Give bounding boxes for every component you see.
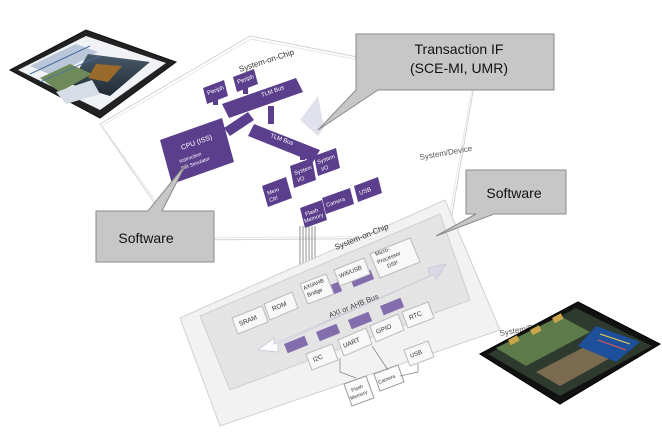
software-right-label: Software [486,185,541,201]
tlm-bus-top: TLM Bus [222,78,303,118]
transaction-beam [300,96,324,136]
transaction-if-title: Transaction IF [415,41,504,57]
svg-text:Flash: Flash [305,208,320,218]
svg-text:USB: USB [410,350,424,360]
svg-text:USB: USB [359,187,373,197]
external-connectors [339,345,419,379]
external-flash-block: Flash Memory [343,375,375,407]
axi-ahb-bus-arrow [256,263,447,353]
mid-bus-connector [300,150,305,160]
bottom-system-board: System-on-Chip System/Device AXI or AHB … [179,199,553,427]
svg-text:DSP: DSP [387,260,400,270]
rtc-block: RTC [401,301,435,329]
software-left-label: Software [118,230,173,246]
periph2-connector [243,88,248,94]
periph-block-1: Periph [203,80,228,104]
svg-text:Mem: Mem [267,187,281,197]
uart-block: UART [337,327,373,357]
transaction-if-callout: Transaction IF (SCE-MI, UMR) [317,33,555,131]
periph-block-2: Periph [233,69,258,92]
svg-text:I/O: I/O [297,175,307,183]
svg-text:Micro-: Micro- [375,247,392,258]
svg-text:Periph: Periph [207,85,225,97]
software-callout-right: Software [435,169,567,237]
periph1-connector [213,99,218,105]
svg-text:RTC: RTC [408,310,423,322]
svg-text:Flash: Flash [351,384,365,394]
svg-text:I/O: I/O [321,164,331,172]
tlm-vertical-link [268,106,274,124]
cpu-bus-link [224,112,254,136]
transaction-if-protocols: (SCE-MI, UMR) [410,60,508,76]
usb-bottom-block: USB [403,340,435,367]
flash-memory-block: Flash Memory [300,200,327,228]
system-io-block-1: System I/O [290,158,316,188]
svg-text:Ctrl: Ctrl [269,195,279,204]
svg-text:Periph: Periph [237,74,255,86]
i2c-block: I2C [305,343,339,371]
camera-block: Camera [322,188,354,214]
svg-text:Bridge: Bridge [307,287,324,299]
rom-block: ROM [263,291,299,321]
sram-block: SRAM [231,305,269,335]
gpio-block: GPIO [369,313,405,343]
software-callout-left: Software [95,163,215,263]
axi-ahb-bridge-block: AXI/AHB Bridge [299,273,335,305]
software-screen-photo-top [8,29,178,119]
system-io-block-2: System I/O [314,148,340,176]
usb-block: USB [354,177,382,202]
wifi-usb-block: Wifi/USB [333,257,371,287]
hardware-board-photo-bottom [478,301,662,405]
microprocessor-dsp-block: Micro- Processor DSP [369,237,421,279]
mem-ctrl-block: Mem Ctrl [262,177,292,207]
svg-text:I2C: I2C [312,353,324,363]
cpu-iss-block: CPU (ISS) Instruction Set Simulator [160,118,234,184]
external-camera-block: Camera [373,364,405,392]
